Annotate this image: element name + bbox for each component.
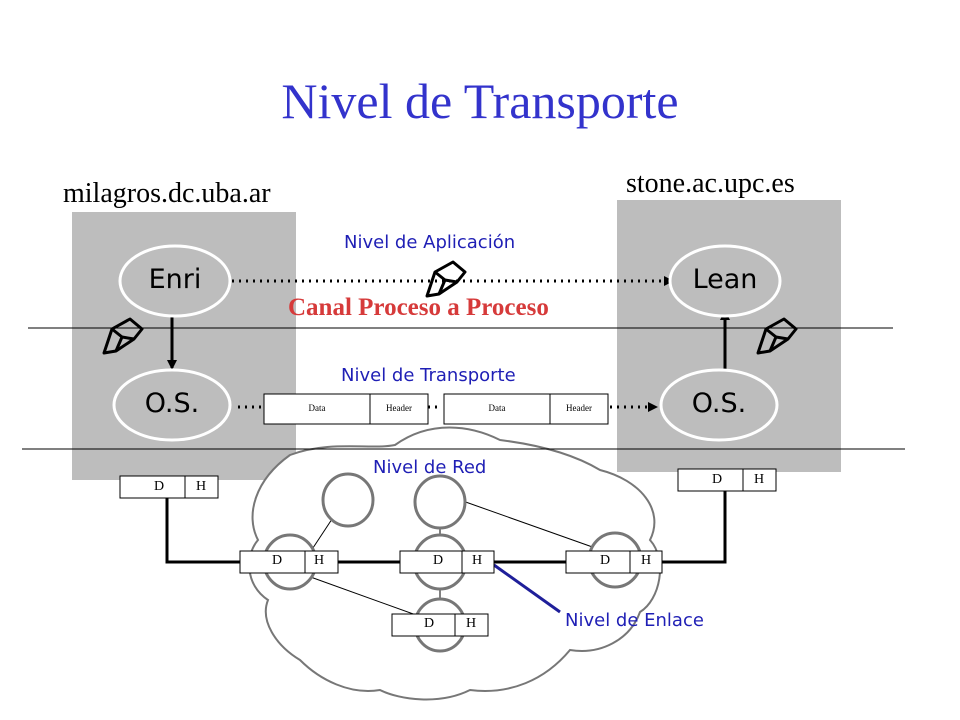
frame-6-d: D <box>423 616 435 631</box>
pencil-icon <box>425 260 467 298</box>
segment-1-box <box>263 393 429 425</box>
os-left-node <box>112 368 232 442</box>
segment-2-box <box>443 393 609 425</box>
layer-label-aplicacion: Nivel de Aplicación <box>344 232 516 253</box>
host-label-right: stone.ac.upc.es <box>626 168 795 199</box>
process-enri-label: Enri <box>148 264 202 295</box>
frame-1-d: D <box>153 479 165 494</box>
link-left-path <box>165 497 240 564</box>
frame-4-d: D <box>432 553 444 568</box>
frame-3-h: H <box>313 553 325 568</box>
page-title: Nivel de Transporte <box>281 73 679 129</box>
frame-5-h: H <box>640 553 652 568</box>
frame-6-h: H <box>465 616 477 631</box>
segment-2-data: Data <box>488 403 506 413</box>
frame-2-d: D <box>711 472 723 487</box>
process-enri-node <box>118 244 232 318</box>
frame-4-h: H <box>471 553 483 568</box>
os-left-label: O.S. <box>144 388 200 419</box>
layer-label-enlace: Nivel de Enlace <box>565 610 704 631</box>
host-label-left: milagros.dc.uba.ar <box>63 178 271 209</box>
link-right-path <box>662 490 727 564</box>
pencil-icon <box>756 317 798 355</box>
segment-1-header: Header <box>386 403 412 413</box>
frame-1-h: H <box>195 479 207 494</box>
frame-2-h: H <box>753 472 765 487</box>
os-right-label: O.S. <box>691 388 747 419</box>
segment-2-header: Header <box>566 403 592 413</box>
frame-5-d: D <box>599 553 611 568</box>
enlace-pointer <box>493 563 561 614</box>
pencil-icon <box>102 317 144 355</box>
process-lean-node <box>668 244 782 318</box>
layer-label-red: Nivel de Red <box>373 457 487 478</box>
segment-1-data: Data <box>308 403 326 413</box>
layer-label-transporte: Nivel de Transporte <box>341 365 516 386</box>
frame-3-d: D <box>271 553 283 568</box>
canal-proceso-label: Canal Proceso a Proceso <box>288 294 549 321</box>
os-right-node <box>659 368 779 442</box>
process-lean-label: Lean <box>692 264 758 295</box>
frame-boxes <box>119 468 777 637</box>
